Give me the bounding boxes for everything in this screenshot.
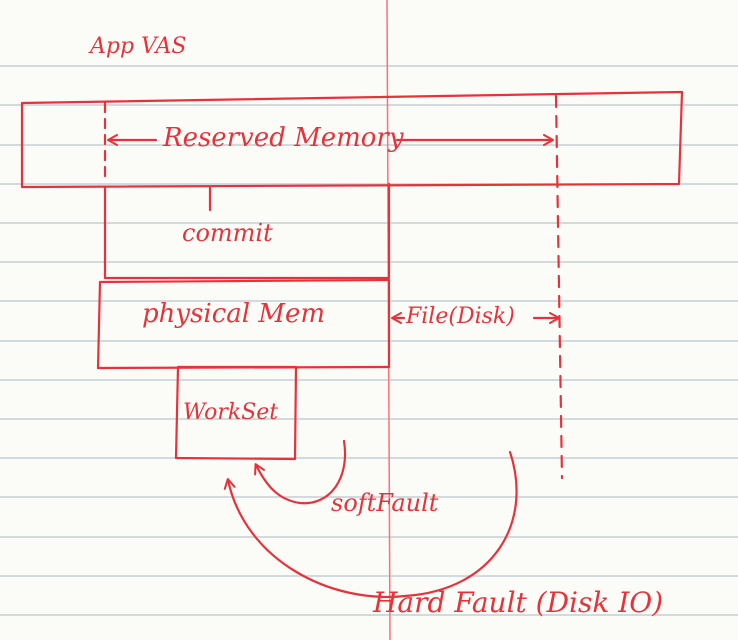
commit-label: commit [182,219,273,247]
file-disk-label: File(Disk) [405,304,515,329]
hard-fault-label: Hard Fault (Disk IO) [372,586,663,619]
soft-fault-arrow [254,439,347,505]
physical-mem-label: physical Mem [142,299,325,329]
physical-mem-box [96,278,391,370]
reserved-right-dash [554,94,564,480]
reserved-memory-label: Reserved Memory [162,123,404,153]
workset-label: WorkSet [183,400,278,425]
title-label: App VAS [88,34,186,59]
workset-box [174,365,298,461]
commit-box [103,182,391,280]
soft-fault-label: softFault [331,489,439,517]
vas-box [20,90,684,189]
ruled-lines [0,65,738,616]
diagram-labels: App VAS Reserved Memory commit physical … [88,34,663,619]
ink-drawing [20,90,684,598]
hard-fault-arrow [223,450,518,598]
